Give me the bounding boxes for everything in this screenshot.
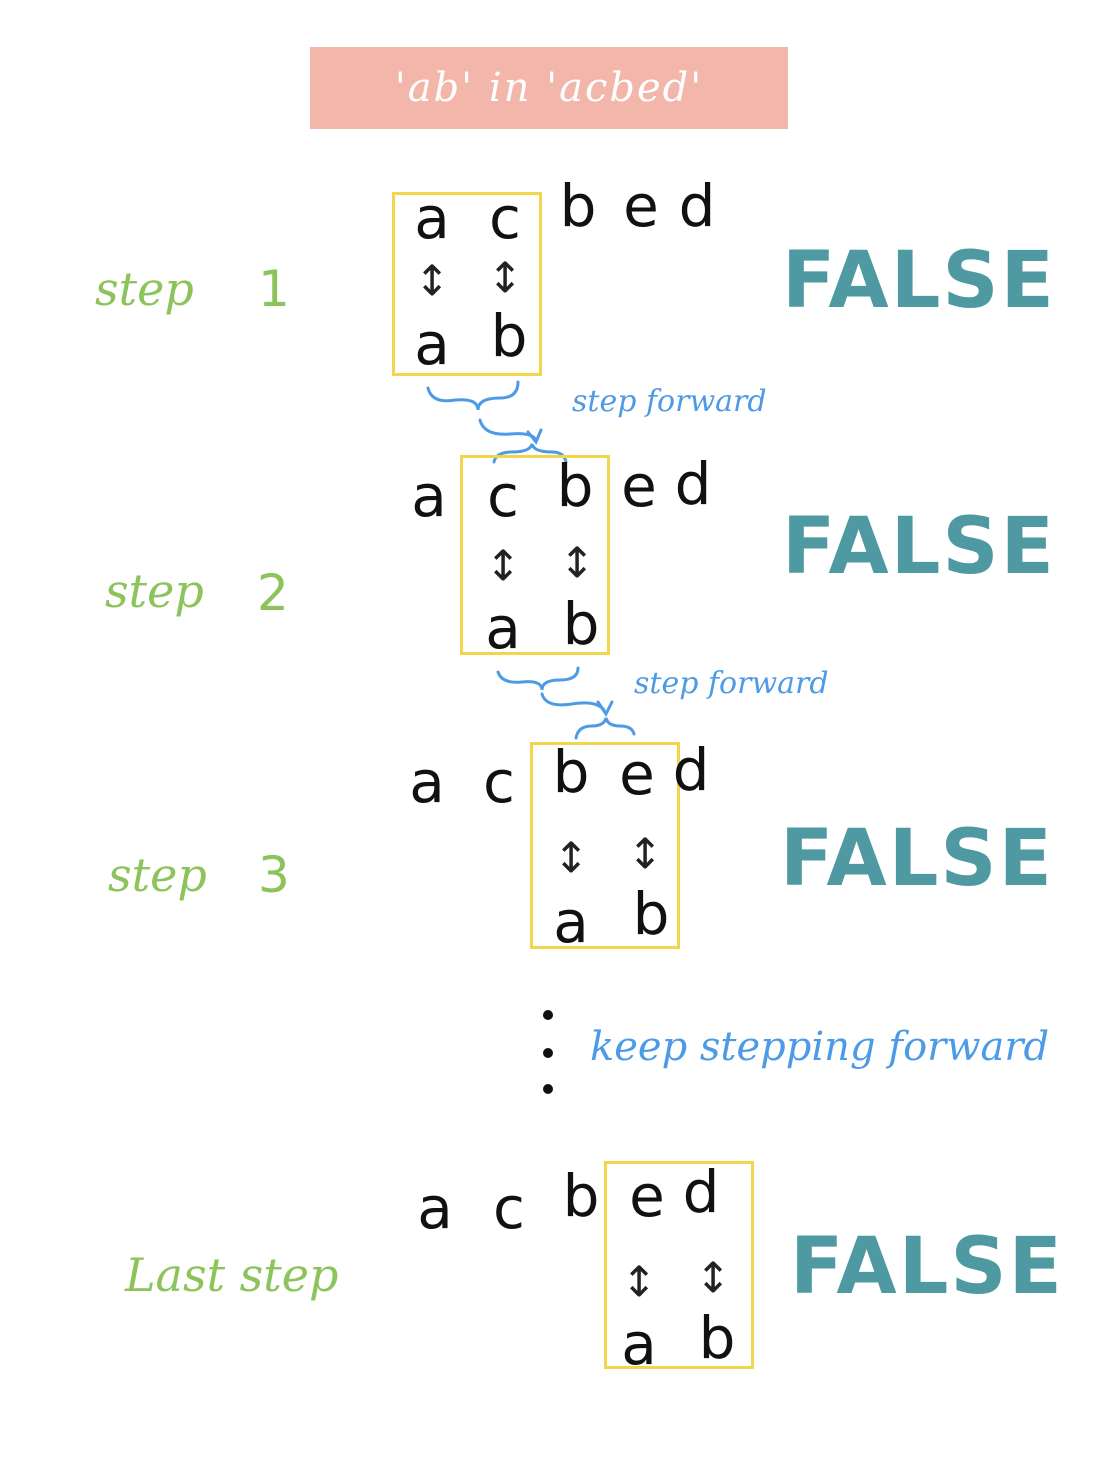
last-step-window <box>604 1161 754 1369</box>
last-step-haystack-a: a <box>417 1174 453 1242</box>
last-step-haystack-b: b <box>562 1162 600 1230</box>
step-2-needle-b: b <box>562 590 600 658</box>
step-3-haystack-b: b <box>552 738 590 806</box>
keep-stepping-note: keep stepping forward <box>590 1024 1050 1070</box>
ellipsis-dot <box>543 1048 553 1058</box>
step-3-window <box>530 742 680 949</box>
last-step-haystack-e: e <box>629 1162 665 1230</box>
step-1-needle-b: b <box>490 302 528 370</box>
step-1-compare-arrow-icon: ↕ <box>414 256 450 305</box>
step-1-label: step <box>95 262 194 316</box>
step-2-compare-arrow-icon: ↕ <box>485 541 521 590</box>
step-2-needle-a: a <box>485 594 521 662</box>
step-1-haystack-c: c <box>489 184 521 252</box>
step-2-haystack-b: b <box>556 452 594 520</box>
step-2-compare-arrow-icon: ↕ <box>559 538 595 587</box>
step-2-result: FALSE <box>782 502 1056 592</box>
last-step-haystack-d: d <box>682 1158 720 1226</box>
step-2-label: step <box>105 564 204 618</box>
step-1-haystack-e: e <box>623 172 659 240</box>
last-step-haystack-c: c <box>493 1174 525 1242</box>
step-2-haystack-e: e <box>621 452 657 520</box>
step-2-haystack-d: d <box>674 450 712 518</box>
step-3-compare-arrow-icon: ↕ <box>627 829 663 878</box>
last-step-label: Last step <box>125 1248 339 1302</box>
step-3-haystack-c: c <box>483 748 515 816</box>
last-step-compare-arrow-icon: ↕ <box>621 1257 657 1306</box>
title-text: 'ab' in 'acbed' <box>394 65 704 111</box>
step-3-needle-a: a <box>553 888 589 956</box>
step-2-haystack-a: a <box>411 462 447 530</box>
title-banner <box>310 47 788 129</box>
step-2-haystack-c: c <box>487 462 519 530</box>
step-1-window <box>392 192 542 376</box>
last-step-needle-b: b <box>698 1304 736 1372</box>
step-1-number: 1 <box>258 260 290 318</box>
step-3-haystack-d: d <box>672 736 710 804</box>
step-3-number: 3 <box>258 846 290 904</box>
last-step-result: FALSE <box>790 1222 1064 1312</box>
step-3-haystack-a: a <box>409 748 445 816</box>
step-3-needle-b: b <box>632 880 670 948</box>
step-1-haystack-b: b <box>559 172 597 240</box>
step-2-window <box>460 455 610 655</box>
step-2-number: 2 <box>257 564 289 622</box>
step-3-compare-arrow-icon: ↕ <box>553 833 589 882</box>
step-1-compare-arrow-icon: ↕ <box>487 253 523 302</box>
step-forward-note-2: step forward <box>634 666 829 701</box>
last-step-needle-a: a <box>621 1310 657 1378</box>
step-3-result: FALSE <box>780 814 1054 904</box>
ellipsis-dot <box>543 1010 553 1020</box>
last-step-compare-arrow-icon: ↕ <box>695 1253 731 1302</box>
step-forward-note-1: step forward <box>572 384 767 419</box>
step-1-needle-a: a <box>414 310 450 378</box>
step-1-result: FALSE <box>782 236 1056 326</box>
step-1-haystack-d: d <box>678 172 716 240</box>
step-1-haystack-a: a <box>414 184 450 252</box>
ellipsis-dot <box>543 1084 553 1094</box>
step-3-label: step <box>108 848 207 902</box>
step-3-haystack-e: e <box>619 740 655 808</box>
